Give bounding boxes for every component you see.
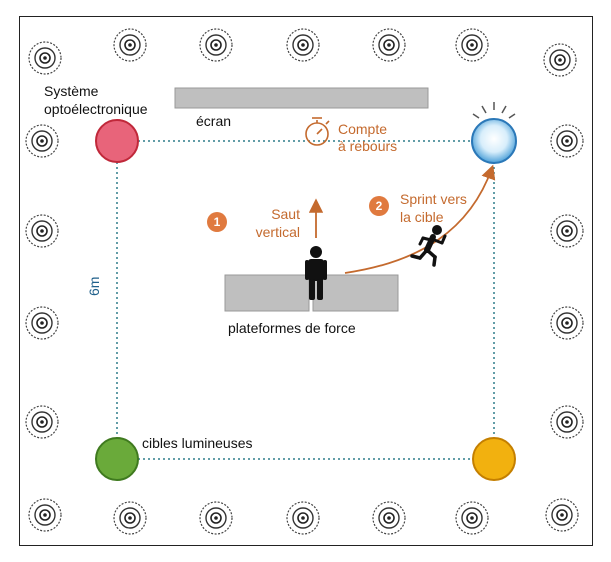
sprint-arrow xyxy=(344,164,496,274)
camera-icon xyxy=(543,43,577,77)
camera-icon xyxy=(199,501,233,535)
camera-icon xyxy=(550,214,584,248)
targets-label: cibles lumineuses xyxy=(142,435,253,451)
countdown-label: Compte à rebours xyxy=(338,121,398,154)
camera-icon xyxy=(545,498,579,532)
screen-bar xyxy=(174,87,429,109)
camera-icon xyxy=(550,124,584,158)
force-platform-right xyxy=(312,274,399,312)
camera-icon xyxy=(113,28,147,62)
camera-icon xyxy=(28,41,62,75)
camera-icon xyxy=(550,306,584,340)
target-yellow xyxy=(472,437,516,481)
camera-icon xyxy=(25,405,59,439)
camera-icon xyxy=(25,124,59,158)
camera-icon xyxy=(199,28,233,62)
camera-icon xyxy=(25,306,59,340)
sprint-label: Sprint vers la cible xyxy=(400,191,467,225)
camera-icon xyxy=(550,405,584,439)
platforms-label: plateformes de force xyxy=(228,320,356,336)
diagram-frame xyxy=(19,16,593,546)
step-badge-1: 1 xyxy=(207,212,227,232)
dotted-area xyxy=(116,140,495,460)
system-label: Système optoélectronique xyxy=(44,83,148,117)
jump-label: Saut vertical xyxy=(255,206,300,240)
distance-label: 6m xyxy=(86,276,102,296)
screen-label: écran xyxy=(196,113,232,129)
camera-icon xyxy=(286,501,320,535)
target-red xyxy=(95,119,139,163)
camera-icon xyxy=(25,214,59,248)
force-platform-left xyxy=(224,274,310,312)
camera-icon xyxy=(28,498,62,532)
camera-icon xyxy=(286,28,320,62)
standing-person-icon xyxy=(305,246,327,300)
step-badge-2: 2 xyxy=(369,196,389,216)
camera-icon xyxy=(455,28,489,62)
stopwatch-icon xyxy=(305,117,330,146)
camera-icon xyxy=(113,501,147,535)
target-blue xyxy=(471,102,517,164)
camera-icon xyxy=(372,501,406,535)
camera-icon xyxy=(455,501,489,535)
camera-icon xyxy=(372,28,406,62)
light-burst-icon xyxy=(472,102,516,119)
running-person-icon xyxy=(410,225,447,267)
target-green xyxy=(95,437,139,481)
